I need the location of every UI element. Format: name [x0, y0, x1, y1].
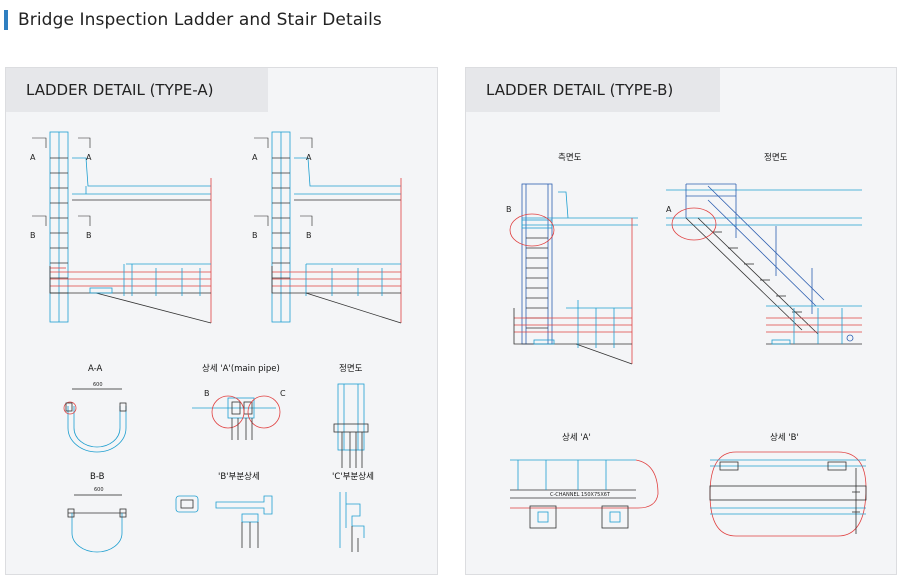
detail-b-drawing [709, 451, 867, 537]
panel-ladder-type-b: LADDER DETAIL (TYPE-B) 측면도 B [465, 67, 897, 575]
section-aa-drawing [63, 388, 127, 453]
caption-front-view: 정면도 [764, 152, 788, 163]
dimension-600: 600 [93, 382, 103, 388]
side-view-drawing [509, 183, 638, 365]
caption-detail-b: 상세 'B' [770, 432, 799, 443]
front-view-drawing [333, 383, 369, 468]
detail-c-drawing [339, 492, 365, 552]
page-header: Bridge Inspection Ladder and Stair Detai… [0, 8, 382, 32]
caption-front-view: 정면도 [339, 363, 363, 374]
detail-a-drawing [192, 395, 281, 440]
callout-c: C [280, 389, 286, 398]
caption-detail-b: 'B'부분상세 [218, 471, 260, 482]
elevation-view-right [271, 131, 402, 324]
page-title: Bridge Inspection Ladder and Stair Detai… [18, 10, 382, 30]
stair-view-drawing [666, 183, 862, 345]
caption-detail-a: 상세 'A' [562, 432, 591, 443]
section-label-a: A [306, 153, 312, 162]
callout-b: B [506, 205, 512, 214]
caption-side-view: 측면도 [558, 152, 582, 163]
section-markers [32, 137, 313, 226]
section-label-a: A [252, 153, 258, 162]
section-label-a: A [86, 153, 92, 162]
panel-b-header: LADDER DETAIL (TYPE-B) [466, 68, 720, 112]
section-label-b: B [30, 231, 36, 240]
caption-section-aa: A-A [88, 364, 103, 374]
section-bb-drawing [67, 494, 127, 553]
caption-detail-a-main-pipe: 상세 'A'(main pipe) [202, 363, 280, 374]
callout-a: A [666, 205, 672, 214]
dimension-600: 600 [94, 487, 104, 493]
section-label-b: B [86, 231, 92, 240]
ladder-type-a-drawing: A A B B A A B B A-A 600 상세 'A'(main pipe… [30, 131, 402, 553]
ladder-type-b-drawing: 측면도 B [506, 152, 867, 537]
section-label-b: B [252, 231, 258, 240]
section-label-a: A [30, 153, 36, 162]
detail-b-drawing [175, 495, 273, 548]
channel-note: C-CHANNEL 150X75X6T [550, 492, 611, 498]
detail-a-drawing [510, 459, 659, 529]
section-label-b: B [306, 231, 312, 240]
caption-detail-c: 'C'부분상세 [332, 471, 374, 482]
title-accent-bar [4, 10, 8, 30]
panel-a-header: LADDER DETAIL (TYPE-A) [6, 68, 268, 112]
callout-b: B [204, 389, 210, 398]
elevation-view-left [49, 131, 212, 324]
panel-ladder-type-a: LADDER DETAIL (TYPE-A) [5, 67, 438, 575]
caption-section-bb: B-B [90, 472, 105, 482]
